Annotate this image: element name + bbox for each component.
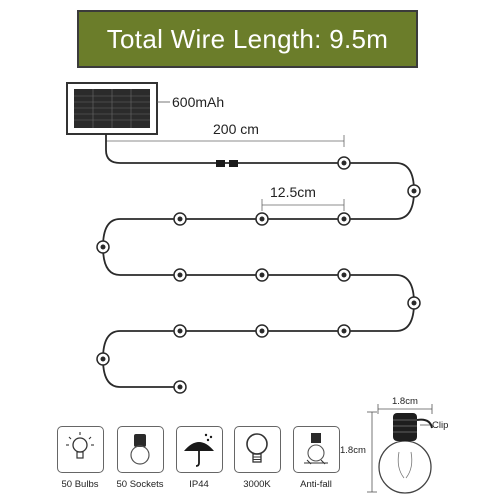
title-banner: Total Wire Length: 9.5m xyxy=(77,10,418,68)
wire xyxy=(102,134,415,388)
title-text: Total Wire Length: 9.5m xyxy=(106,23,389,54)
socket-centers xyxy=(100,160,417,390)
bulb-dimension-lines xyxy=(367,404,433,493)
bulb-width-label: 1.8cm xyxy=(392,396,418,407)
connector-icon xyxy=(216,160,238,167)
socket-icon xyxy=(117,426,164,473)
clip-label: Clip xyxy=(432,420,449,431)
g40-bulb-icon xyxy=(378,413,433,494)
spacing-dimension-line xyxy=(261,199,345,211)
feature-label-3000k: 3000K xyxy=(243,479,271,490)
lead-dimension-line xyxy=(106,135,345,147)
lead-length-label: 200 cm xyxy=(213,121,259,137)
anti-fall-icon xyxy=(293,426,340,473)
spacing-label: 12.5cm xyxy=(270,184,316,200)
feature-label-sockets: 50 Sockets xyxy=(116,479,164,490)
bulb-height-label: 1.8cm xyxy=(340,445,366,456)
warm-bulb-icon xyxy=(234,426,281,473)
feature-label-bulbs: 50 Bulbs xyxy=(61,479,99,490)
feature-label-ip44: IP44 xyxy=(189,479,209,490)
capacity-label: 600mAh xyxy=(172,94,225,110)
feature-label-anti-fall: Anti-fall xyxy=(300,479,332,490)
bulb-icon xyxy=(57,426,104,473)
umbrella-rain-icon xyxy=(176,426,223,473)
solar-panel-icon xyxy=(66,82,158,135)
